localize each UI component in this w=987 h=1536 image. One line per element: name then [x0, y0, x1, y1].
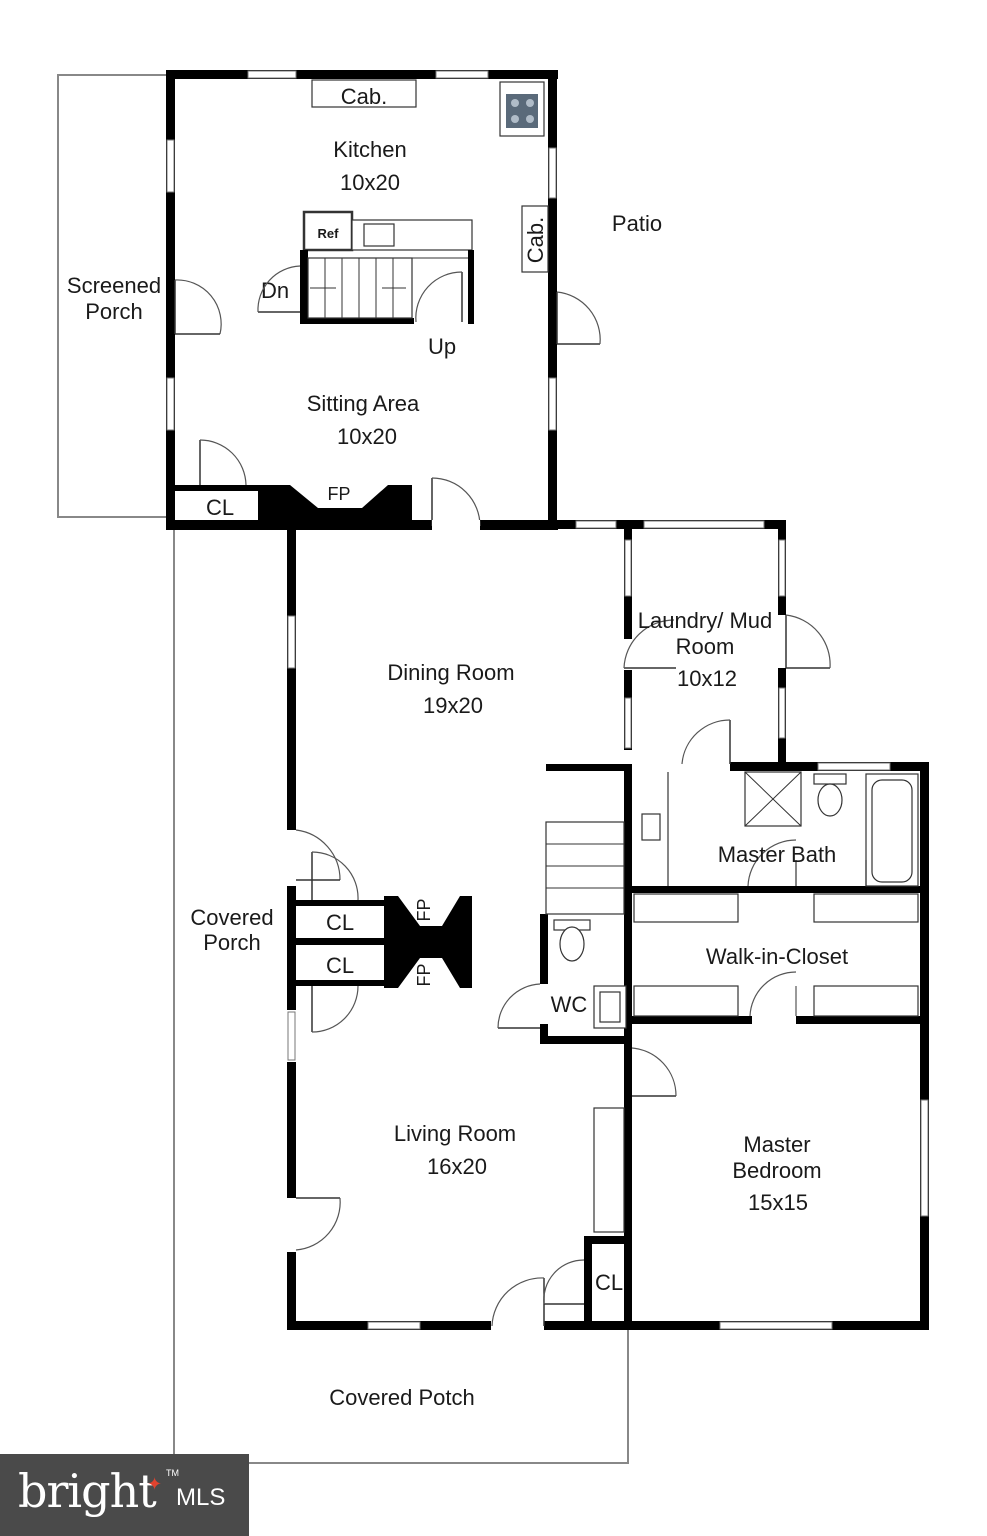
porch-closets — [296, 900, 384, 986]
laundry-name-line2: Room — [676, 634, 735, 659]
kitchen-size: 10x20 — [340, 170, 400, 195]
covered-porch-side-line2: Porch — [203, 930, 260, 955]
closet-living-label: CL — [595, 1270, 623, 1295]
patio-label: Patio — [612, 211, 662, 236]
door-living-to-bedroom[interactable] — [631, 1047, 677, 1097]
covered-porch-side-line1: Covered — [190, 905, 273, 930]
kitchen-name: Kitchen — [333, 137, 406, 162]
door-walk-in-closet[interactable] — [749, 971, 797, 1017]
door-closet-living[interactable] — [543, 1259, 585, 1305]
screened-porch-line2: Porch — [85, 299, 142, 324]
door-living-west[interactable] — [295, 1197, 341, 1251]
fireplace-lower-label-top: FP — [414, 898, 434, 921]
door-laundry-west[interactable] — [623, 619, 676, 669]
wc-label: WC — [551, 992, 588, 1017]
wc-toilet — [559, 926, 585, 962]
logo-spark-icon: ✦ — [147, 1474, 163, 1495]
cab-top-label: Cab. — [341, 84, 387, 109]
closet-shelf-4 — [813, 985, 919, 1017]
closet-shelf-2 — [813, 893, 919, 923]
bath-toilet-tank — [813, 773, 847, 785]
door-screened-porch[interactable] — [174, 279, 222, 335]
door-porch-upper[interactable] — [295, 829, 341, 881]
door-living-front[interactable] — [491, 1277, 545, 1327]
door-closet-porch-2[interactable] — [311, 985, 359, 1033]
fireplace-lower-label-bottom: FP — [414, 963, 434, 986]
master-bedroom-size: 15x15 — [748, 1190, 808, 1215]
fireplace-lower — [384, 896, 472, 988]
closet-sitting-top — [175, 485, 260, 491]
closet-shelf-3 — [633, 985, 739, 1017]
closet-porch-2-label: CL — [326, 953, 354, 978]
stairs-down-label: Dn — [261, 278, 289, 303]
logo-brand: bright — [18, 1464, 157, 1518]
dining-room-name: Dining Room — [387, 660, 514, 685]
closet-sitting-label: CL — [206, 495, 234, 520]
bright-mls-logo: bright ✦ TM MLS — [0, 1454, 249, 1536]
closet-porch-1-label: CL — [326, 910, 354, 935]
kitchen-cabinet-top — [311, 79, 417, 108]
door-laundry-east[interactable] — [785, 614, 831, 669]
wc-sink-basin — [599, 991, 621, 1023]
stove-burners — [506, 94, 538, 128]
dining-room-size: 19x20 — [423, 693, 483, 718]
bath-sink — [641, 813, 661, 841]
sitting-area-name: Sitting Area — [307, 391, 420, 416]
master-bedroom-line2: Bedroom — [732, 1158, 821, 1183]
bathtub-basin — [871, 779, 913, 883]
screened-porch-line1: Screened — [67, 273, 161, 298]
logo-suffix: MLS — [176, 1484, 226, 1511]
ref-label: Ref — [318, 226, 340, 241]
door-sitting-to-dining[interactable] — [431, 477, 481, 527]
fireplace-upper-label: FP — [327, 484, 350, 504]
walk-in-closet-name: Walk-in-Closet — [706, 944, 848, 969]
living-room-size: 16x20 — [427, 1154, 487, 1179]
kitchen-sink — [363, 223, 395, 247]
door-wc[interactable] — [497, 983, 541, 1029]
stairs-up-label: Up — [428, 334, 456, 359]
fireplace-upper — [258, 485, 412, 530]
door-closet-sitting[interactable] — [199, 439, 247, 486]
master-bath-name: Master Bath — [718, 842, 837, 867]
door-laundry-bath[interactable] — [681, 719, 731, 765]
main-walls — [287, 520, 929, 1330]
stairs-dining — [545, 821, 625, 915]
covered-porch-outline — [173, 530, 629, 1464]
living-room-name: Living Room — [394, 1121, 516, 1146]
closet-shelf-1 — [633, 893, 739, 923]
door-bath-closet[interactable] — [747, 839, 797, 887]
door-stair-up[interactable] — [415, 271, 463, 323]
stairs-kitchen — [300, 250, 474, 324]
living-built-in — [593, 1107, 625, 1233]
covered-porch-front-label: Covered Potch — [329, 1385, 475, 1410]
laundry-name-line1: Laundry/ Mud — [638, 608, 773, 633]
bath-toilet — [817, 783, 843, 817]
door-closet-porch-1[interactable] — [311, 851, 359, 901]
door-patio[interactable] — [556, 291, 601, 345]
kitchen-cabinet-side — [521, 205, 549, 273]
sitting-area-size: 10x20 — [337, 424, 397, 449]
laundry-size: 10x12 — [677, 666, 737, 691]
logo-tm: TM — [166, 1468, 179, 1478]
cab-side-label: Cab. — [523, 217, 548, 263]
master-bedroom-line1: Master — [743, 1132, 810, 1157]
door-stair-down[interactable] — [257, 265, 301, 313]
